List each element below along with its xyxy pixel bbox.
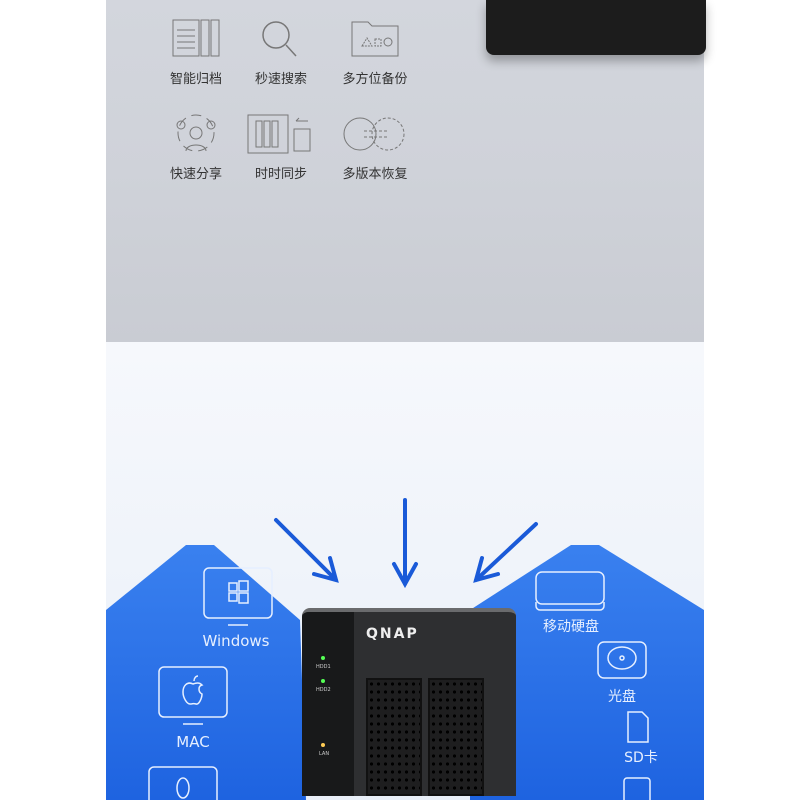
arrow-down-right-icon — [274, 518, 339, 583]
nas-sync-icon — [247, 114, 311, 154]
device-hdd-label: 移动硬盘 — [543, 619, 599, 635]
folder-shapes-icon — [351, 21, 399, 57]
lan-label: LAN — [319, 751, 330, 757]
documents-icon — [172, 19, 220, 57]
arrow-down-left-icon — [473, 522, 538, 583]
feature-label: 智能归档 — [169, 72, 222, 87]
users-share-icon — [176, 114, 216, 152]
hdd2-led-icon — [321, 679, 325, 683]
device-disc-label: 光盘 — [608, 689, 636, 705]
feature-label: 秒速搜索 — [254, 72, 307, 87]
mac-apple-icon — [158, 666, 228, 725]
linux-icon — [148, 766, 218, 800]
nas-device-image — [486, 0, 706, 55]
feature-smart-archive: 智能归档 — [151, 18, 241, 87]
feature-label: 快速分享 — [169, 167, 222, 182]
nas-front-panel: HDD1 HDD2 LAN — [302, 612, 354, 796]
device-windows-label: Windows — [202, 632, 270, 650]
feature-label: 多方位备份 — [342, 72, 408, 87]
inbound-arrows — [274, 498, 538, 589]
arrow-down-icon — [392, 498, 418, 589]
drive-bay-1[interactable] — [366, 678, 422, 796]
feature-quick-share: 快速分享 — [151, 113, 241, 182]
device-mac-label: MAC — [176, 733, 210, 751]
feature-backup: 多方位备份 — [330, 18, 420, 87]
hdd2-label: HDD2 — [316, 687, 331, 693]
feature-label: 多版本恢复 — [342, 167, 408, 182]
feature-fast-search: 秒速搜索 — [236, 18, 326, 87]
feature-label: 时时同步 — [254, 167, 307, 182]
sd-card-icon — [627, 711, 649, 743]
qnap-logo: QNAP — [366, 626, 419, 642]
hdd1-led-icon — [321, 656, 325, 660]
version-circles-icon — [343, 117, 405, 151]
tablet-icon — [623, 777, 651, 800]
features-section: 智能归档 秒速搜索 多方位备份 快速分享 时时同步 多版本恢复 — [106, 0, 706, 342]
hdd1-label: HDD1 — [316, 664, 331, 670]
feature-sync: 时时同步 — [236, 113, 326, 182]
feature-version-restore: 多版本恢复 — [330, 113, 420, 182]
device-sd-label: SD卡 — [624, 750, 658, 766]
qnap-nas-device: HDD1 HDD2 LAN QNAP — [302, 608, 516, 796]
magnifier-icon — [262, 21, 297, 57]
compatibility-section: Windows MAC 移动硬盘 光盘 SD卡 HDD1 HDD2 LAN QN… — [106, 342, 704, 800]
optical-disc-icon — [597, 641, 647, 679]
lan-led-icon — [321, 743, 325, 747]
windows-icon — [203, 567, 273, 626]
external-hdd-icon — [535, 571, 605, 611]
drive-bay-2[interactable] — [428, 678, 484, 796]
